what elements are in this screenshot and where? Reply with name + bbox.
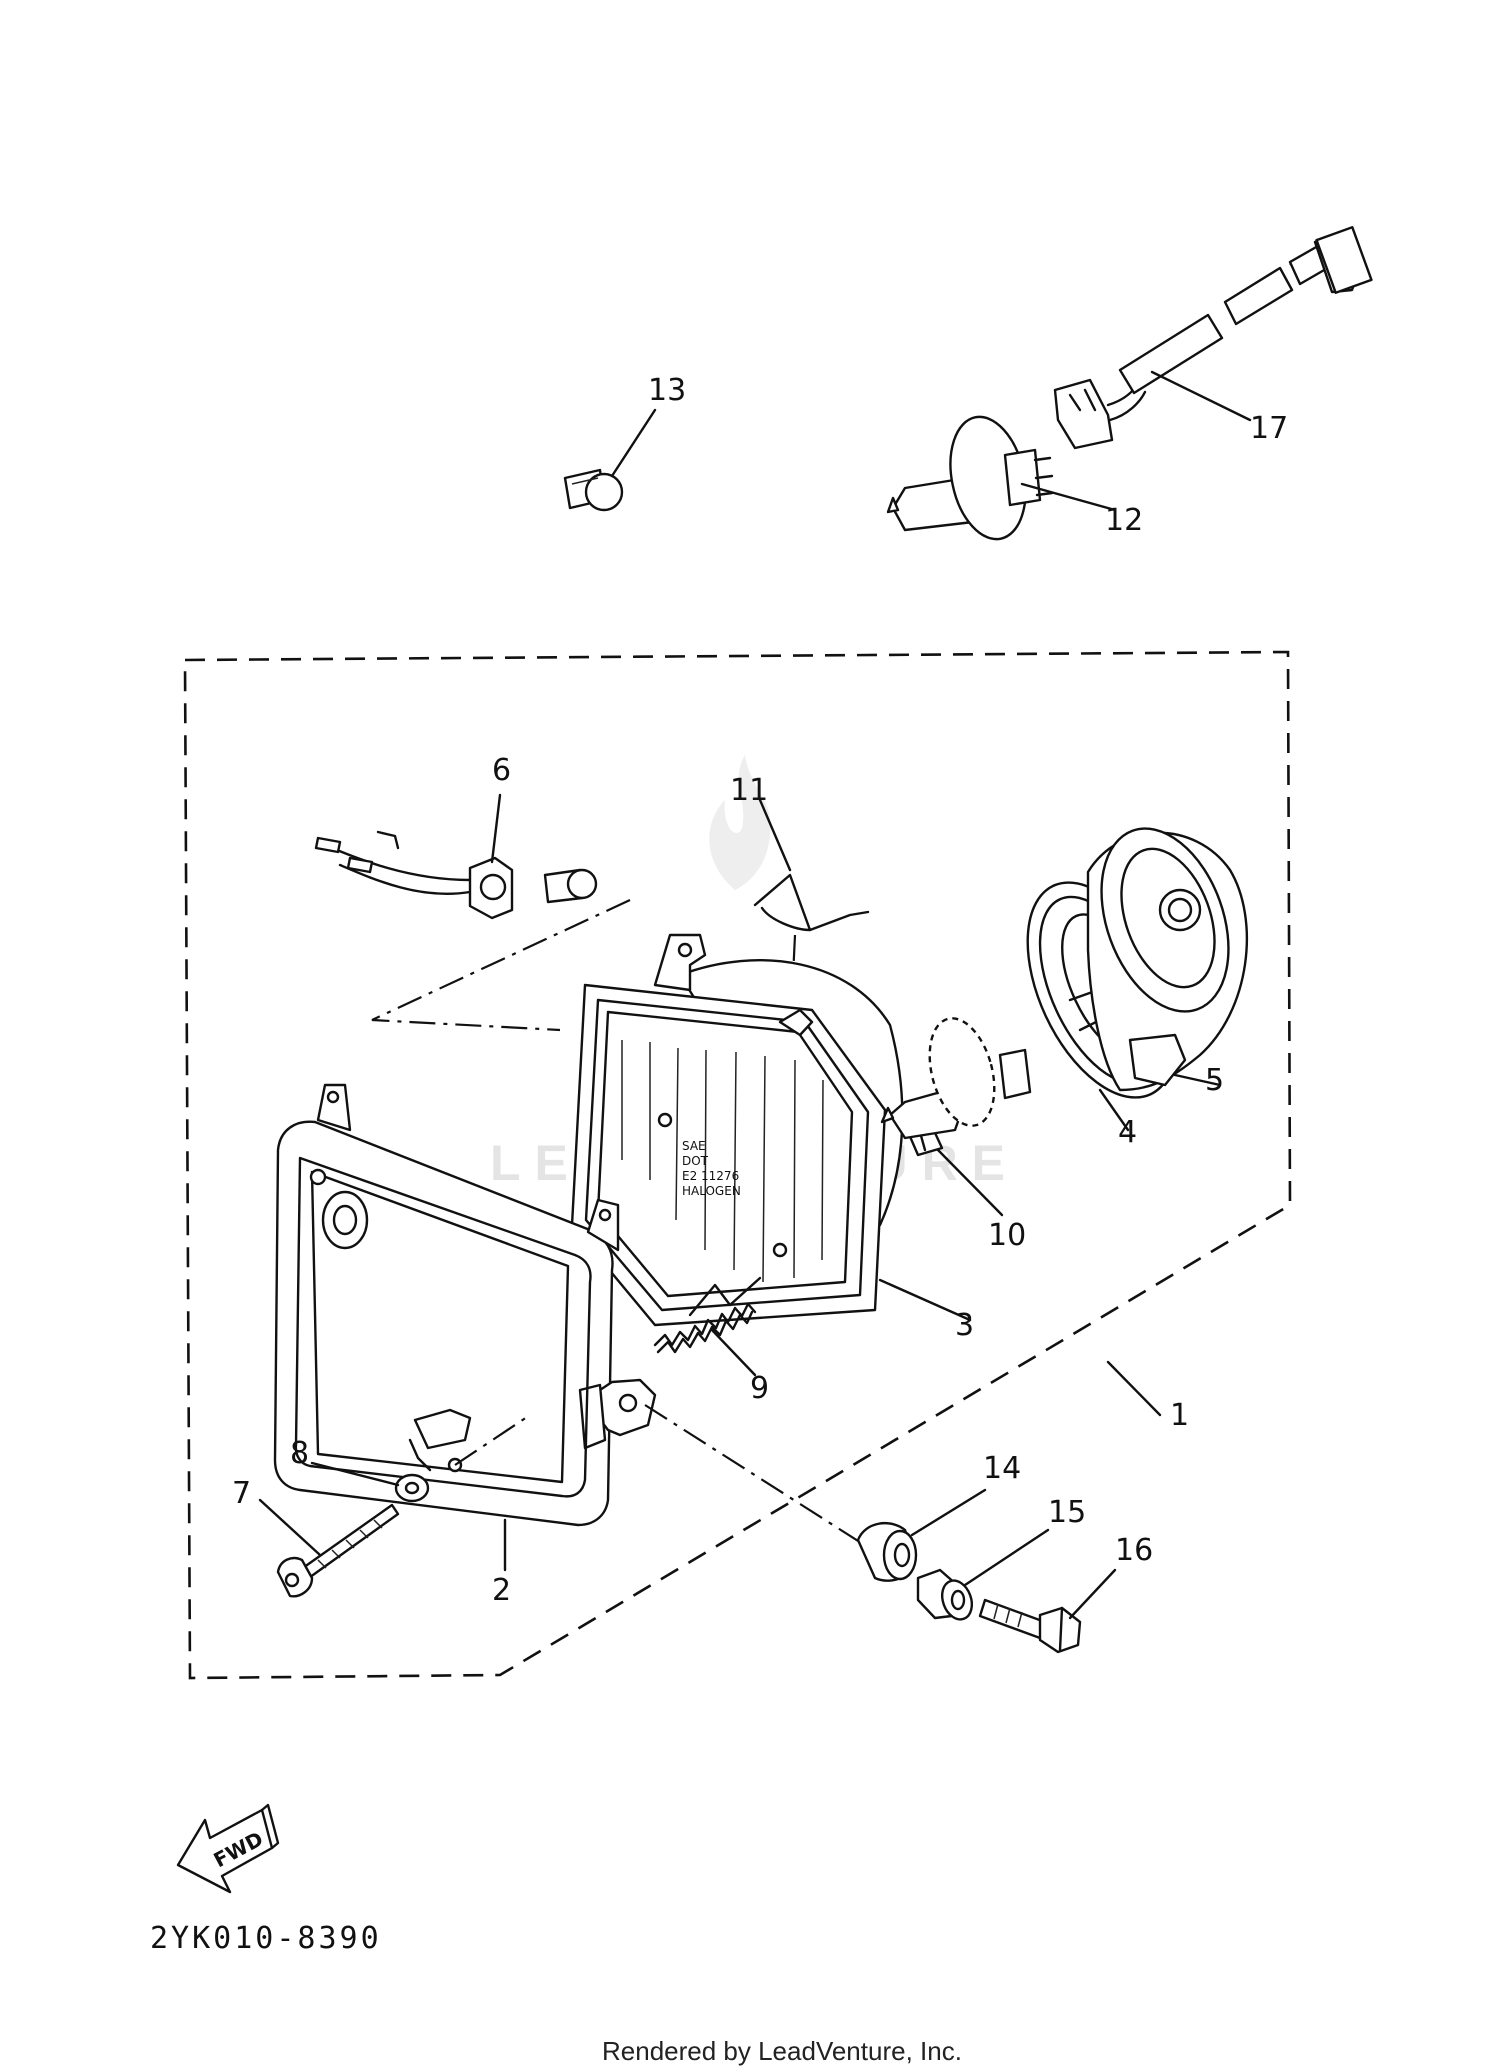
label-5: 5 [1205,1063,1224,1098]
label-4: 4 [1118,1115,1137,1150]
label-11: 11 [730,773,768,808]
footer-credit: Rendered by LeadVenture, Inc. [602,2036,962,2066]
leader-screw [454,1414,531,1466]
part-3-headlight-unit: SAE DOT E2 11276 HALOGEN [570,933,904,1327]
label-6: 6 [492,753,511,788]
label-17: 17 [1250,411,1288,446]
svg-text:E2 11276: E2 11276 [682,1169,739,1183]
label-16: 16 [1115,1533,1153,1568]
part-13-bulb [563,468,624,512]
label-12: 12 [1105,503,1143,538]
label-8: 8 [290,1436,309,1471]
label-2: 2 [492,1573,511,1608]
part-17-wire-harness [1053,225,1373,450]
label-7: 7 [232,1476,251,1511]
fwd-arrow-icon [176,1808,274,1894]
label-3: 3 [955,1308,974,1343]
label-13: 13 [648,373,686,408]
flame-logo-icon [709,755,771,890]
part-8-washer [394,1473,430,1503]
label-15: 15 [1048,1495,1086,1530]
part-number-labels: 1 2 3 4 5 6 7 8 9 10 11 12 13 14 15 16 1… [232,373,1288,1608]
diagram-code: 2YK010-8390 [150,1921,382,1956]
lens-markings: SAE DOT E2 11276 HALOGEN [682,1139,741,1198]
assembly-boundary [183,650,1292,1680]
part-12-halogen-bulb [886,415,1054,541]
svg-text:DOT: DOT [682,1154,709,1168]
leader-6-to-3 [371,899,631,1032]
svg-text:SAE: SAE [682,1139,706,1153]
part-9-spring [653,1302,757,1354]
fwd-arrow: FWD [176,1803,280,1894]
label-9: 9 [750,1371,769,1406]
label-10: 10 [988,1218,1026,1253]
part-15-collar [916,1568,974,1621]
leader-rim-to-14 [644,1404,881,1556]
label-14: 14 [983,1451,1021,1486]
label-1: 1 [1170,1398,1189,1433]
part-16-bolt [978,1598,1082,1654]
part-2-rim [273,1083,657,1527]
part-5-cover [1086,827,1248,1092]
svg-text:HALOGEN: HALOGEN [682,1184,741,1198]
part-6-socket [314,830,598,920]
part-7-screw [276,1503,400,1598]
leader-lines [258,370,1252,1620]
part-14-grommet [856,1521,918,1582]
leader-9 [688,1276,762,1317]
